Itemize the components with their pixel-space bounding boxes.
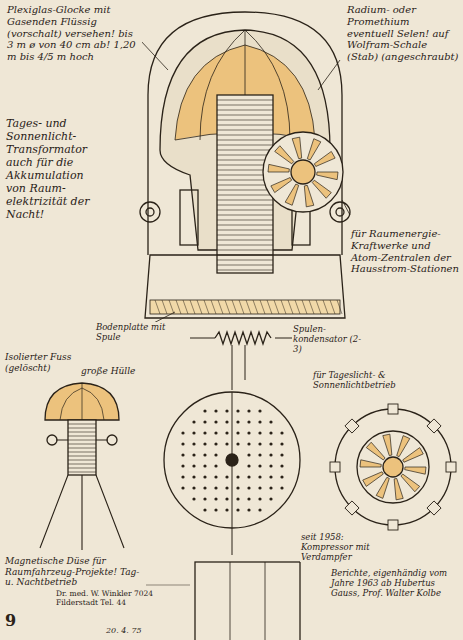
handwritten-note: Isolierter Fuss (gelöscht) bbox=[4, 352, 78, 373]
handwritten-note: für Raumenergie-Kraftwerke und Atom-Zent… bbox=[350, 228, 460, 275]
handwritten-note: Spulen-kondensator (2-3) bbox=[292, 324, 364, 354]
handwritten-note: Plexiglas-Glocke mit Gasenden Flüssig (v… bbox=[6, 4, 142, 63]
handwritten-note: Berichte, eigenhändig vom Jahre 1963 ab … bbox=[330, 568, 460, 598]
wolfram-dish bbox=[263, 132, 343, 212]
handwritten-note: Radium- oder Promethium eventuell Selen!… bbox=[346, 4, 460, 63]
handwritten-note: Bodenplatte mit Spule bbox=[95, 322, 175, 342]
coil-symbol bbox=[215, 332, 271, 344]
capacitor bbox=[180, 190, 198, 245]
stamp-text: Dr. med. W. Winkler 7024 Filderstadt Tel… bbox=[55, 590, 192, 608]
page-number: 9 bbox=[4, 612, 26, 631]
handwritten-note: Tages- und Sonnenlicht-Transformator auc… bbox=[5, 118, 107, 222]
handwritten-note: seit 1958: Kompressor mit Verdampfer bbox=[300, 532, 392, 562]
magnetic-nozzle bbox=[45, 383, 119, 420]
stamp-text: 20. 4. 75 bbox=[105, 626, 167, 635]
handwritten-note: Magnetische Düse für Raumfahrzeug-Projek… bbox=[4, 556, 146, 588]
stand bbox=[195, 562, 300, 640]
coil-ring bbox=[335, 409, 451, 525]
handwritten-note: große Hülle bbox=[80, 366, 152, 377]
base bbox=[145, 255, 345, 318]
handwritten-note: für Tageslicht- & Sonnenlichtbetrieb bbox=[312, 370, 460, 390]
